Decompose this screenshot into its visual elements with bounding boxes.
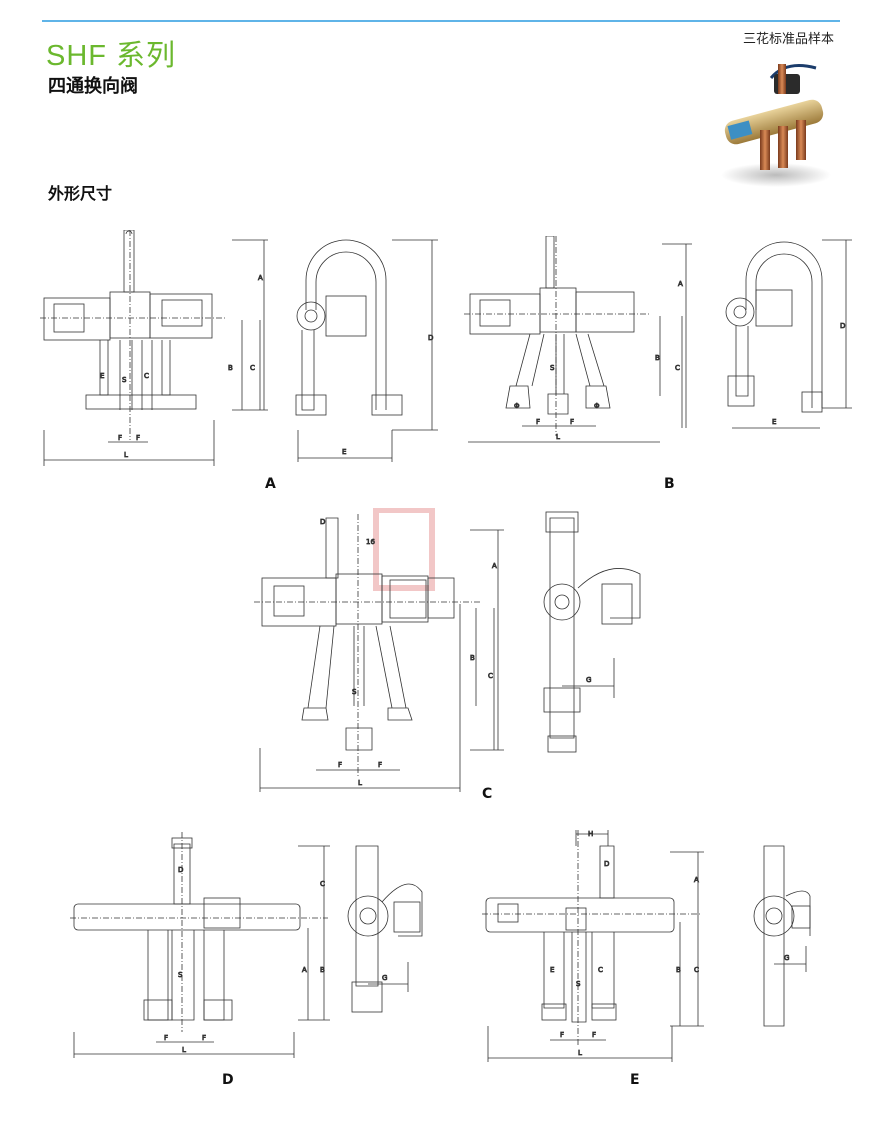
svg-text:B: B	[470, 654, 475, 662]
svg-text:C: C	[144, 372, 149, 380]
svg-text:F: F	[164, 1034, 168, 1042]
svg-text:D: D	[840, 322, 845, 330]
catalog-label: 三花标准品样本	[742, 32, 834, 47]
svg-text:A: A	[492, 562, 497, 570]
svg-text:D: D	[604, 860, 609, 868]
drawing-figure-c: L F F A B C S D 16 G	[250, 508, 660, 798]
svg-text:H: H	[588, 830, 593, 838]
svg-text:Φ: Φ	[594, 402, 600, 410]
figure-label-c: C	[482, 786, 493, 802]
svg-text:A: A	[302, 966, 307, 974]
svg-text:E: E	[100, 372, 104, 380]
svg-text:F: F	[536, 418, 540, 426]
svg-text:S: S	[178, 971, 183, 979]
product-name: 四通换向阀	[48, 76, 138, 97]
svg-text:S: S	[122, 376, 127, 384]
svg-text:G: G	[784, 954, 789, 962]
svg-text:L: L	[358, 779, 362, 787]
drawing-figure-d: L F F C A B D S G	[68, 832, 438, 1062]
svg-text:L: L	[578, 1049, 582, 1057]
svg-text:F: F	[592, 1031, 596, 1039]
svg-text:G: G	[586, 676, 591, 684]
svg-text:G: G	[382, 974, 387, 982]
svg-text:D: D	[178, 866, 183, 874]
svg-text:C: C	[320, 880, 325, 888]
svg-text:L: L	[182, 1046, 186, 1054]
figure-label-a: A	[265, 476, 276, 492]
svg-text:B: B	[320, 966, 325, 974]
svg-text:C: C	[675, 364, 680, 372]
svg-text:F: F	[378, 761, 382, 769]
header-rule	[42, 20, 840, 22]
svg-text:B: B	[655, 354, 660, 362]
svg-text:A: A	[258, 274, 263, 282]
svg-text:F: F	[202, 1034, 206, 1042]
svg-text:D: D	[428, 334, 433, 342]
svg-text:E: E	[550, 966, 554, 974]
svg-text:A: A	[678, 280, 683, 288]
product-photo	[716, 50, 836, 190]
svg-text:C: C	[598, 966, 603, 974]
drawing-figure-e: L F F H D A B C E S C G	[480, 826, 840, 1066]
svg-text:C: C	[488, 672, 493, 680]
svg-text:D: D	[320, 518, 325, 526]
svg-text:F: F	[560, 1031, 564, 1039]
svg-text:E: E	[772, 418, 776, 426]
svg-text:F: F	[118, 434, 122, 442]
svg-text:B: B	[228, 364, 233, 372]
svg-text:C: C	[694, 966, 699, 974]
svg-text:F: F	[570, 418, 574, 426]
figure-label-b: B	[664, 476, 675, 492]
svg-text:A: A	[694, 876, 699, 884]
svg-text:E: E	[342, 448, 346, 456]
svg-text:F: F	[136, 434, 140, 442]
svg-text:L: L	[124, 451, 128, 459]
drawing-figure-b: L F F A B C S Φ Φ E D	[460, 236, 860, 466]
svg-text:Φ: Φ	[514, 402, 520, 410]
svg-text:16: 16	[366, 538, 375, 546]
series-title: SHF 系列	[46, 40, 177, 72]
svg-text:S: S	[352, 688, 357, 696]
drawing-figure-a: L F F A B C E S C E D	[36, 230, 446, 470]
svg-text:C: C	[250, 364, 255, 372]
svg-text:S: S	[576, 980, 581, 988]
figure-label-e: E	[630, 1072, 640, 1088]
svg-text:L: L	[556, 433, 560, 441]
svg-text:F: F	[338, 761, 342, 769]
section-title: 外形尺寸	[48, 184, 113, 203]
svg-text:B: B	[676, 966, 681, 974]
figure-label-d: D	[222, 1072, 234, 1088]
svg-text:S: S	[550, 364, 555, 372]
